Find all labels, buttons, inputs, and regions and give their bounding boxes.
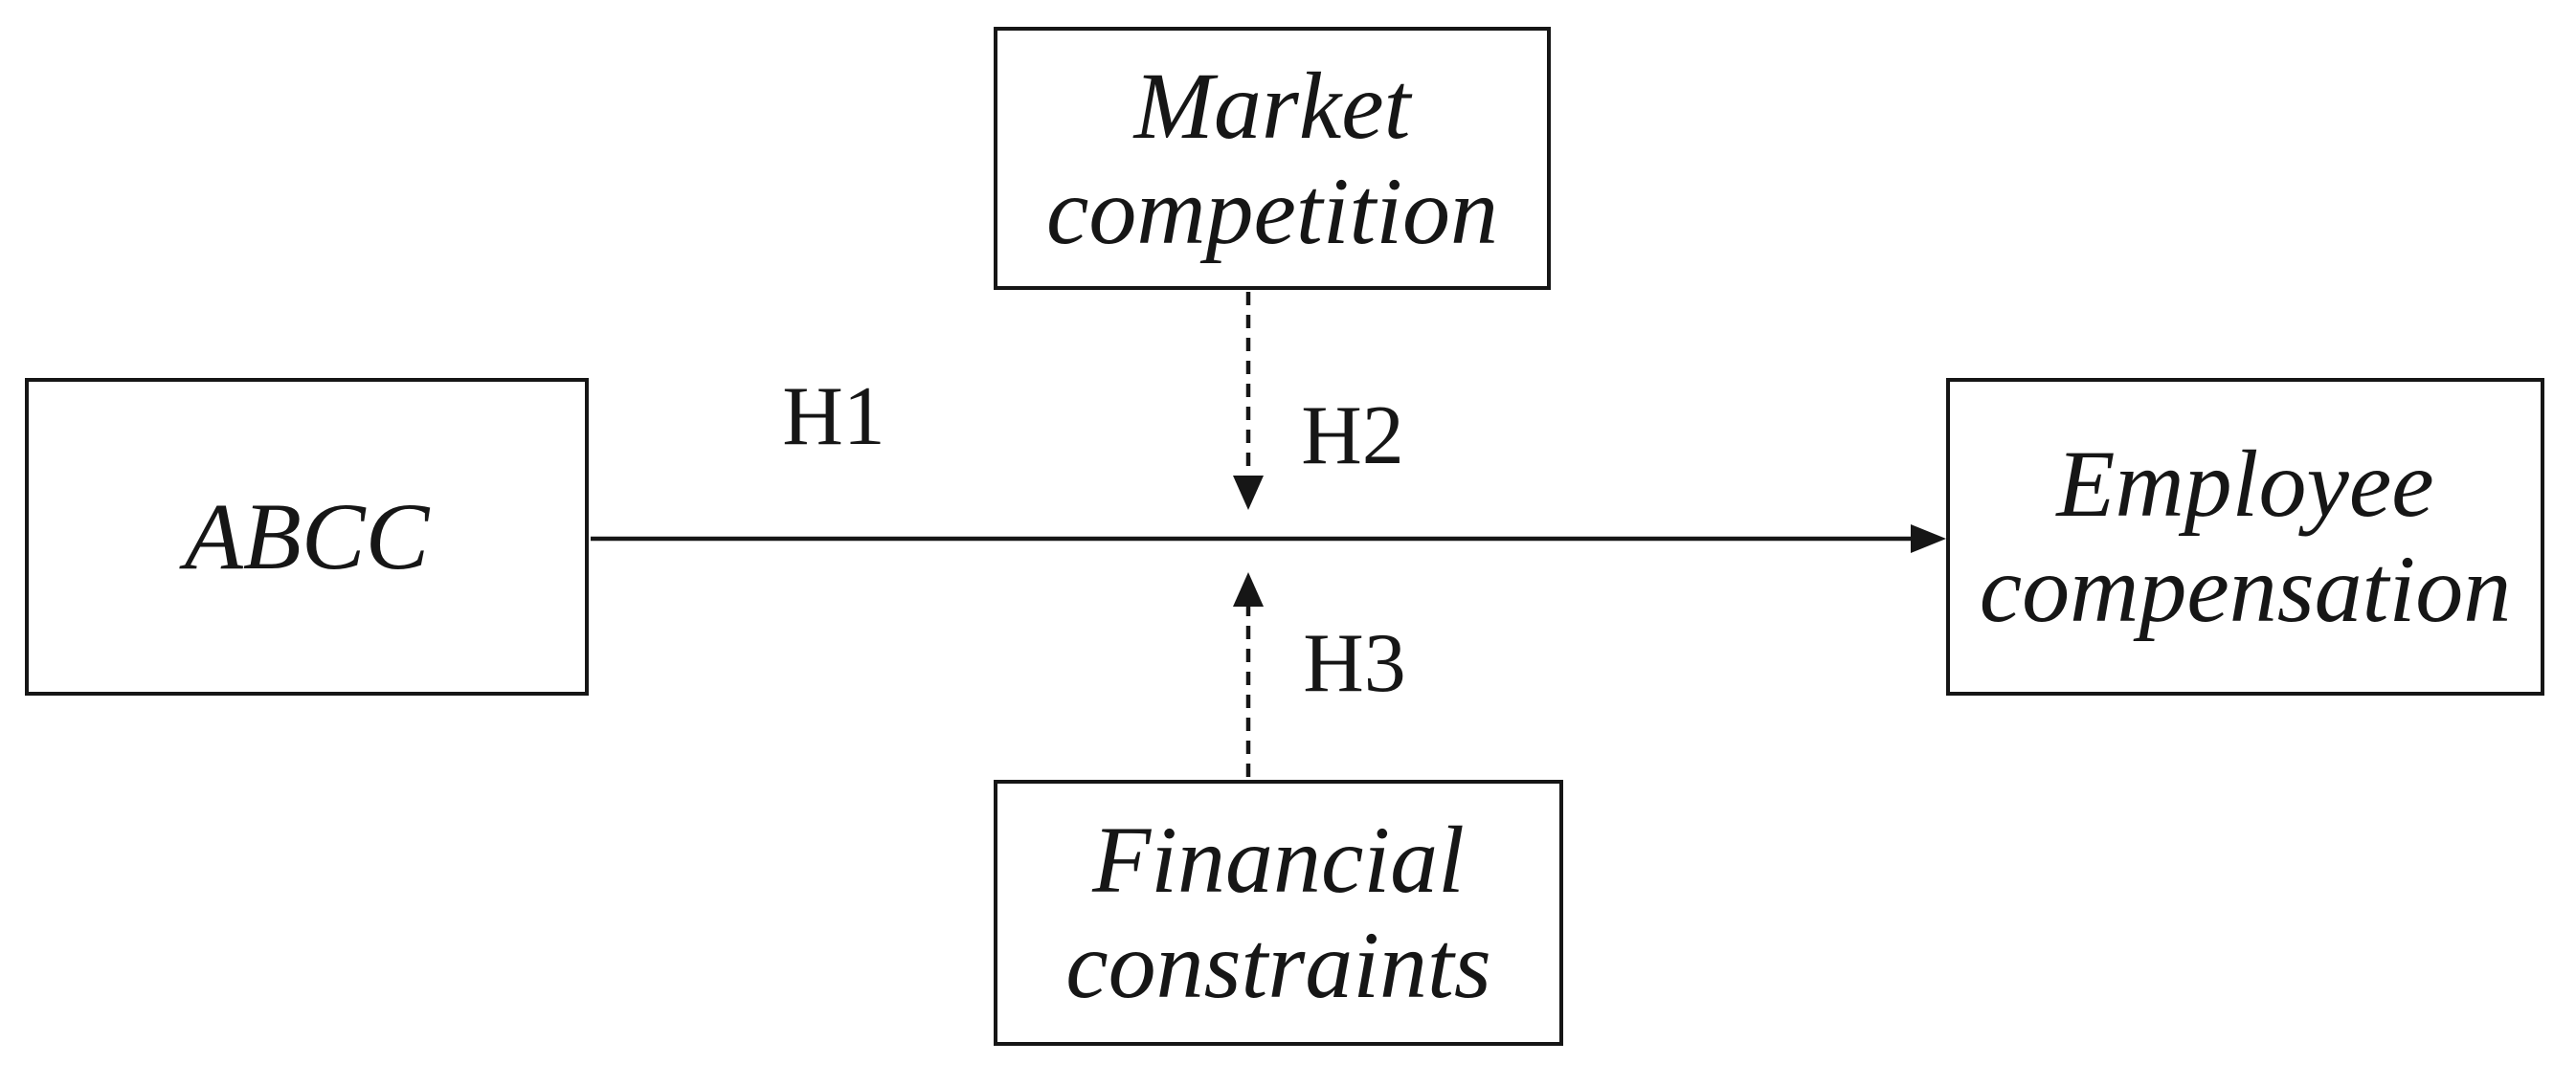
node-abcc-label: ABCC xyxy=(184,483,430,589)
node-abcc: ABCC xyxy=(25,378,589,696)
node-employee-compensation-label: Employee compensation xyxy=(1979,431,2512,642)
node-market-competition-label: Market competition xyxy=(1045,52,1499,264)
h2-arrowhead xyxy=(1233,476,1264,510)
node-market-competition: Market competition xyxy=(994,27,1551,290)
h1-label: H1 xyxy=(782,370,885,463)
node-financial-constraints-label: Financial constraints xyxy=(1065,807,1491,1018)
h3-label: H3 xyxy=(1303,617,1406,710)
node-employee-compensation: Employee compensation xyxy=(1946,378,2544,696)
h1-arrowhead xyxy=(1911,524,1946,553)
node-financial-constraints: Financial constraints xyxy=(994,780,1563,1046)
h2-label: H2 xyxy=(1301,389,1404,482)
h3-arrowhead xyxy=(1233,572,1264,607)
